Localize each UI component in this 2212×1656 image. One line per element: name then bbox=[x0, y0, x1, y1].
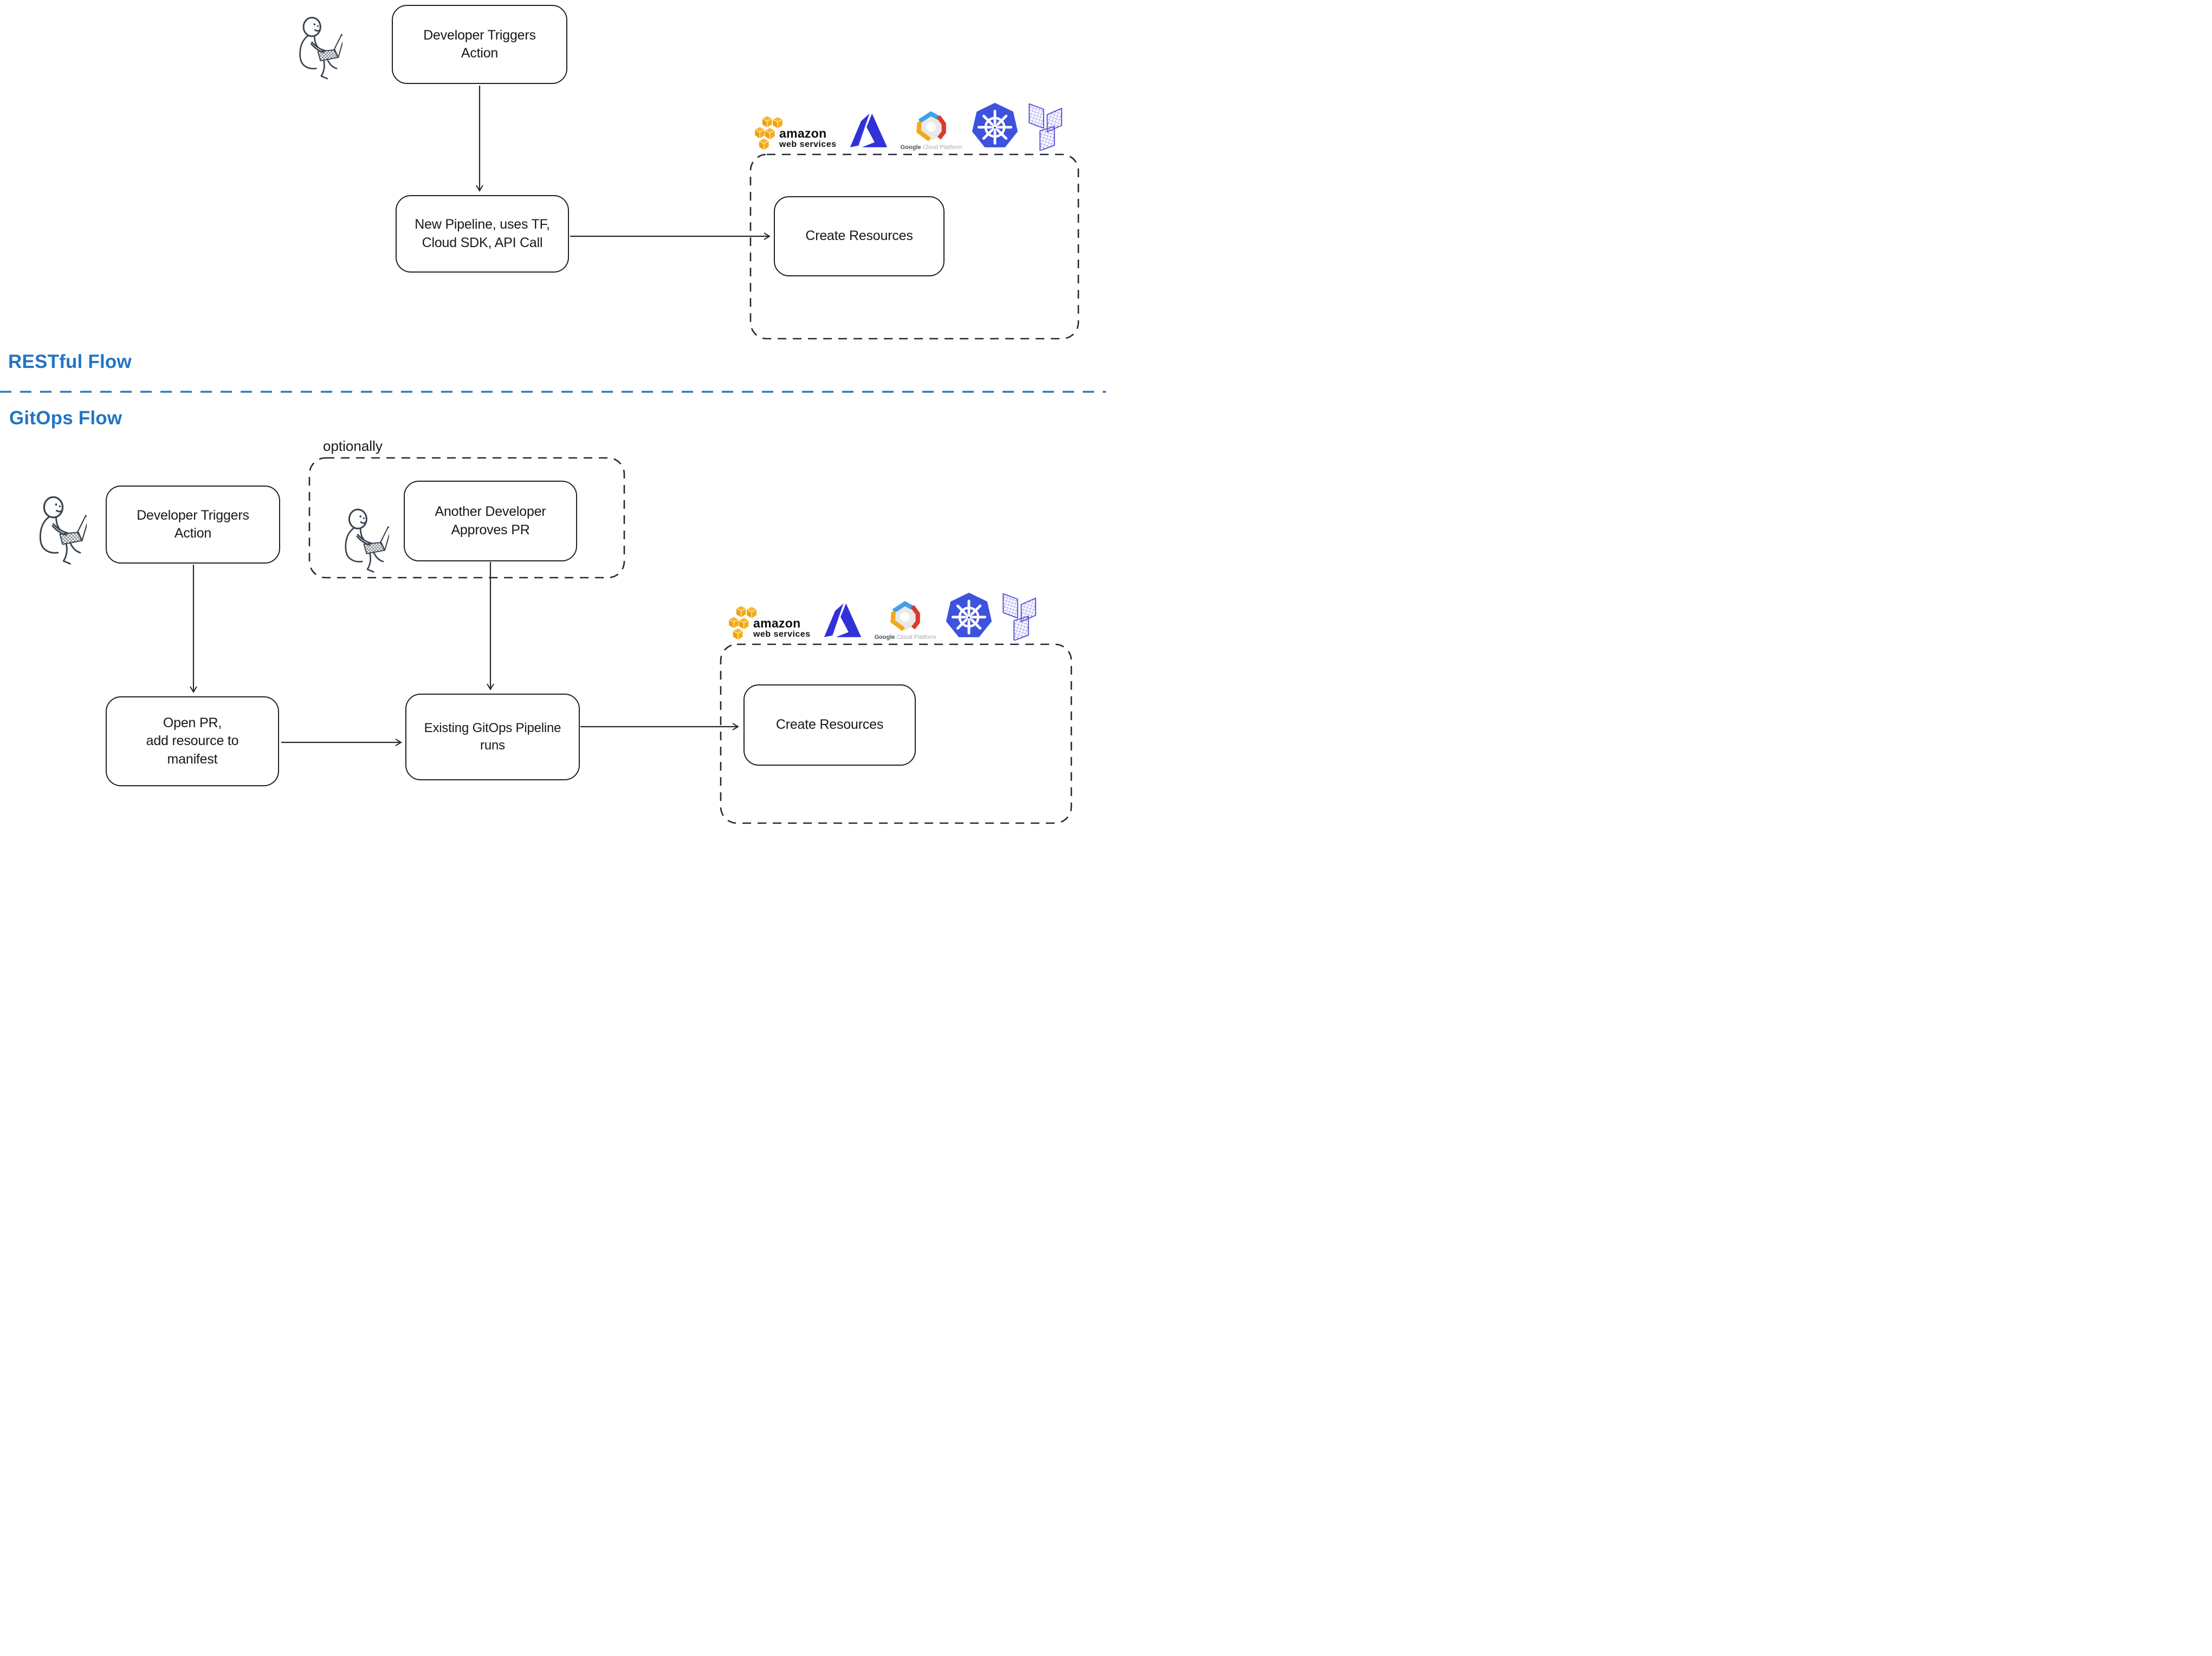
flow-diagram: Developer Triggers Action New Pipeline, … bbox=[0, 0, 1106, 828]
developer-figure-icon bbox=[341, 502, 389, 579]
node-open-pr: Open PR, add resource to manifest bbox=[106, 696, 279, 786]
gcp-hexagon-icon bbox=[914, 111, 948, 144]
gcp-hexagon-icon bbox=[888, 601, 922, 633]
aws-wordmark: amazon web services bbox=[779, 126, 837, 149]
node-label: Create Resources bbox=[775, 717, 884, 733]
terraform-icon bbox=[1002, 593, 1043, 641]
node-label: Another Developer Approves PR bbox=[435, 504, 546, 538]
gcp-logo: Google Cloud Platform bbox=[875, 601, 936, 641]
terraform-icon bbox=[1028, 103, 1069, 151]
node-create-resources-gitops: Create Resources bbox=[743, 684, 916, 766]
node-new-pipeline: New Pipeline, uses TF, Cloud SDK, API Ca… bbox=[396, 195, 569, 273]
node-label: Developer Triggers Action bbox=[137, 507, 249, 541]
optionally-label: optionally bbox=[323, 438, 383, 454]
terraform-logo bbox=[1028, 103, 1069, 151]
kubernetes-logo bbox=[945, 592, 993, 641]
kubernetes-logo bbox=[971, 102, 1019, 151]
aws-logo: amazon web services bbox=[728, 605, 811, 641]
node-developer-triggers-action-restful: Developer Triggers Action bbox=[392, 5, 567, 84]
gcp-caption: Google Cloud Platform bbox=[874, 634, 936, 641]
node-another-developer-approves-pr: Another Developer Approves PR bbox=[404, 481, 577, 561]
node-create-resources-restful: Create Resources bbox=[774, 196, 945, 276]
developer-figure-icon bbox=[36, 489, 87, 571]
node-label: Developer Triggers Action bbox=[423, 27, 536, 61]
cloud-provider-logos-restful: amazon web services Google Cloud Platfor… bbox=[754, 101, 1069, 151]
kubernetes-icon bbox=[945, 592, 993, 641]
node-label: Create Resources bbox=[805, 228, 913, 244]
node-label: New Pipeline, uses TF, Cloud SDK, API Ca… bbox=[415, 217, 550, 250]
azure-icon bbox=[819, 603, 866, 641]
terraform-logo bbox=[1002, 593, 1043, 641]
gcp-logo: Google Cloud Platform bbox=[901, 111, 962, 151]
azure-logo bbox=[845, 113, 892, 151]
developer-figure-icon bbox=[296, 9, 342, 87]
gitops-flow-heading: GitOps Flow bbox=[9, 407, 122, 429]
azure-icon bbox=[845, 113, 892, 151]
azure-logo bbox=[819, 603, 866, 641]
gcp-caption: Google Cloud Platform bbox=[900, 144, 962, 151]
kubernetes-icon bbox=[971, 102, 1019, 151]
node-label: Existing GitOps Pipeline runs bbox=[424, 720, 561, 753]
aws-logo: amazon web services bbox=[754, 115, 837, 151]
node-label: Open PR, add resource to manifest bbox=[146, 715, 239, 767]
node-developer-triggers-action-gitops: Developer Triggers Action bbox=[106, 486, 280, 564]
node-existing-gitops-pipeline: Existing GitOps Pipeline runs bbox=[405, 694, 580, 780]
aws-wordmark: amazon web services bbox=[753, 616, 811, 639]
restful-flow-heading: RESTful Flow bbox=[8, 351, 132, 372]
cloud-provider-logos-gitops: amazon web services Google Cloud Platfor… bbox=[728, 591, 1043, 641]
